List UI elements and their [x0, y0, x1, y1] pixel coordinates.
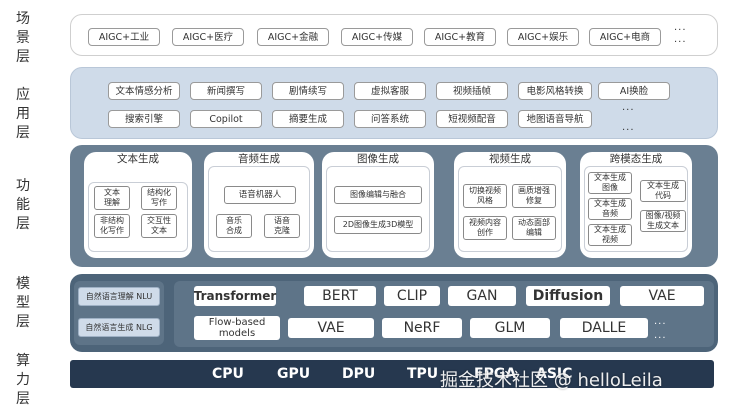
- compute-item: ASIC: [536, 366, 573, 382]
- scene-item: AIGC+工业: [88, 28, 160, 46]
- model-item: NeRF: [382, 318, 462, 338]
- model-item: Flow-based models: [194, 316, 280, 340]
- model-item: BERT: [304, 286, 376, 306]
- video-generation-title: 视频生成: [489, 153, 531, 165]
- model-item: GLM: [470, 318, 550, 338]
- video-generation-inner: [458, 166, 562, 252]
- scene-item: AIGC+传媒: [341, 28, 413, 46]
- app-item: 地图语音导航: [518, 110, 592, 128]
- func-item: 2D图像生成3D模型: [334, 216, 422, 234]
- layer-label-func: 功能层: [16, 178, 30, 232]
- audio-generation-card: 音频生成: [204, 152, 314, 258]
- app-item: AI换脸: [598, 82, 670, 100]
- cross-modal-generation-inner: [584, 166, 688, 252]
- app-item: 短视频配音: [436, 110, 508, 128]
- image-generation-inner: [326, 166, 430, 252]
- image-generation-title: 图像生成: [357, 153, 399, 165]
- scene-ellipsis: ...: [674, 34, 687, 45]
- app-item: 新闻撰写: [190, 82, 262, 100]
- func-item: 音乐 合成: [216, 214, 252, 238]
- func-item: 图像编辑与融合: [334, 186, 422, 204]
- nlu-box: 自然语言理解 NLU: [78, 287, 160, 306]
- compute-item: TPU: [407, 366, 439, 382]
- layer-label-compute: 算力层: [16, 353, 30, 407]
- layer-label-scene: 场景层: [16, 11, 30, 65]
- func-item: 画质增强 修复: [512, 184, 556, 208]
- func-item: 交互性 文本: [141, 214, 177, 238]
- compute-item: DPU: [342, 366, 376, 382]
- scene-ellipsis: ...: [674, 22, 687, 33]
- func-item: 视频内容 创作: [463, 216, 507, 240]
- app-ellipsis: ...: [622, 102, 635, 113]
- func-item: 语音 克隆: [264, 214, 300, 238]
- func-item: 文本生成 视频: [588, 224, 632, 246]
- model-ellipsis: ...: [654, 330, 667, 341]
- func-item: 结构化 写作: [141, 186, 177, 210]
- app-item: 虚拟客服: [354, 82, 426, 100]
- app-item: 电影风格转换: [518, 82, 592, 100]
- watermark-text: 掘金技术社区 @ helloLeila: [440, 370, 663, 391]
- scene-item: AIGC+娱乐: [507, 28, 579, 46]
- audio-generation-title: 音频生成: [238, 153, 280, 165]
- model-item: Transformer: [194, 286, 276, 306]
- func-item: 文本 理解: [94, 186, 130, 210]
- model-item: GAN: [448, 286, 516, 306]
- compute-layer-bar: [70, 360, 714, 388]
- scene-item: AIGC+金融: [257, 28, 329, 46]
- func-item: 动态面部 编辑: [512, 216, 556, 240]
- app-item: 问答系统: [354, 110, 426, 128]
- func-item: 文本生成 音频: [588, 198, 632, 220]
- scene-item: AIGC+教育: [424, 28, 496, 46]
- compute-item: GPU: [277, 366, 311, 382]
- text-generation-inner: [88, 182, 188, 252]
- app-item: 视频插帧: [436, 82, 508, 100]
- compute-item: CPU: [212, 366, 244, 382]
- app-item: 剧情续写: [272, 82, 344, 100]
- compute-item: FPGA: [474, 366, 517, 382]
- app-item: Copilot: [190, 110, 262, 128]
- func-item: 图像/视频 生成文本: [640, 210, 686, 232]
- text-generation-title: 文本生成: [117, 153, 159, 165]
- app-item: 搜索引擎: [108, 110, 180, 128]
- func-item: 语音机器人: [224, 186, 296, 204]
- func-item: 文本生成 图像: [588, 172, 632, 194]
- scene-item: AIGC+医疗: [172, 28, 244, 46]
- model-item: DALLE: [560, 318, 648, 338]
- func-item: 切换视频 风格: [463, 184, 507, 208]
- model-item: VAE: [620, 286, 704, 306]
- model-item: CLIP: [384, 286, 440, 306]
- app-item: 摘要生成: [272, 110, 344, 128]
- model-ellipsis: ...: [654, 316, 667, 327]
- model-item: Diffusion: [526, 286, 610, 306]
- audio-generation-inner: [208, 166, 310, 252]
- image-generation-card: 图像生成: [322, 152, 434, 258]
- app-layer-panel: [70, 67, 718, 139]
- func-item: 非结构 化写作: [94, 214, 130, 238]
- app-ellipsis: ...: [622, 122, 635, 133]
- layer-label-app: 应用层: [16, 87, 30, 141]
- model-item: VAE: [288, 318, 374, 338]
- layer-label-model: 模型层: [16, 276, 30, 330]
- scene-item: AIGC+电商: [589, 28, 661, 46]
- func-item: 文本生成 代码: [640, 180, 686, 202]
- nlg-box: 自然语言生成 NLG: [78, 318, 160, 337]
- cross-modal-generation-title: 跨模态生成: [609, 153, 663, 165]
- app-item: 文本情感分析: [108, 82, 180, 100]
